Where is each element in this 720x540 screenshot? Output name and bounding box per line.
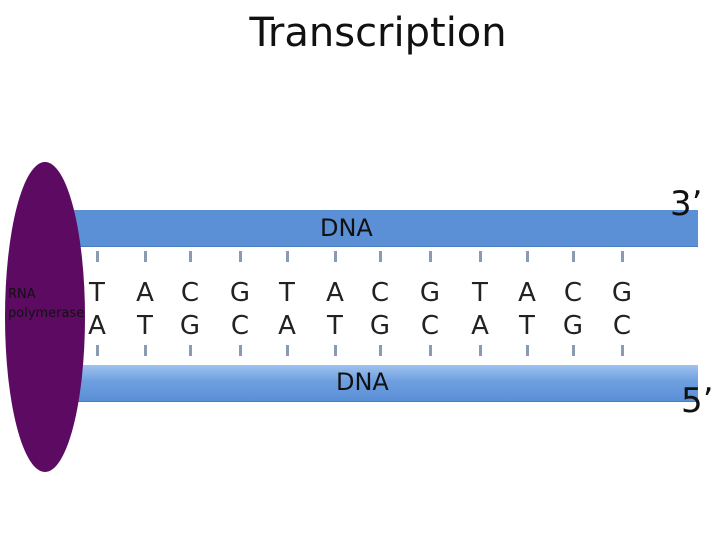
top-tick	[96, 251, 99, 262]
bottom-tick	[189, 345, 192, 356]
top-base: G	[419, 278, 441, 308]
bottom-tick	[239, 345, 242, 356]
bottom-tick	[621, 345, 624, 356]
top-base: G	[611, 278, 633, 308]
top-base: A	[518, 278, 536, 308]
top-tick	[429, 251, 432, 262]
bottom-base: A	[471, 311, 489, 341]
bottom-base: T	[327, 311, 343, 341]
rna-polymerase-label-line1: RNA	[8, 287, 36, 302]
dna-bottom-strand	[70, 365, 698, 402]
bottom-tick	[286, 345, 289, 356]
top-tick	[379, 251, 382, 262]
top-base: A	[136, 278, 154, 308]
rna-polymerase	[5, 162, 85, 472]
top-base: G	[229, 278, 251, 308]
bottom-base: G	[179, 311, 201, 341]
bottom-base: T	[519, 311, 535, 341]
five-prime-label: 5’	[681, 381, 714, 421]
top-base: C	[370, 278, 390, 308]
dna-top-label: DNA	[320, 214, 373, 242]
bottom-base: C	[420, 311, 440, 341]
bottom-tick	[334, 345, 337, 356]
top-tick	[479, 251, 482, 262]
three-prime-label: 3’	[670, 184, 703, 224]
bottom-base: A	[278, 311, 296, 341]
top-tick	[526, 251, 529, 262]
top-tick	[621, 251, 624, 262]
bottom-tick	[96, 345, 99, 356]
top-tick	[144, 251, 147, 262]
top-tick	[189, 251, 192, 262]
bottom-base: G	[562, 311, 584, 341]
bottom-tick	[379, 345, 382, 356]
bottom-tick	[526, 345, 529, 356]
rna-polymerase-label-line2: polymerase	[8, 306, 85, 321]
top-base: T	[279, 278, 295, 308]
bottom-tick	[429, 345, 432, 356]
top-tick	[286, 251, 289, 262]
bottom-base: C	[612, 311, 632, 341]
bottom-tick	[144, 345, 147, 356]
bottom-base: A	[88, 311, 106, 341]
top-base: C	[563, 278, 583, 308]
top-tick	[572, 251, 575, 262]
bottom-base: C	[230, 311, 250, 341]
top-base: T	[472, 278, 488, 308]
bottom-tick	[572, 345, 575, 356]
rna-polymerase-label: RNA polymerase	[8, 285, 84, 323]
bottom-tick	[479, 345, 482, 356]
top-base: A	[326, 278, 344, 308]
top-base: C	[180, 278, 200, 308]
bottom-base: G	[369, 311, 391, 341]
dna-top-strand	[70, 210, 698, 247]
bottom-base: T	[137, 311, 153, 341]
top-tick	[334, 251, 337, 262]
dna-bottom-label: DNA	[336, 368, 389, 396]
top-base: T	[89, 278, 105, 308]
slide-title: Transcription	[249, 10, 507, 56]
top-tick	[239, 251, 242, 262]
